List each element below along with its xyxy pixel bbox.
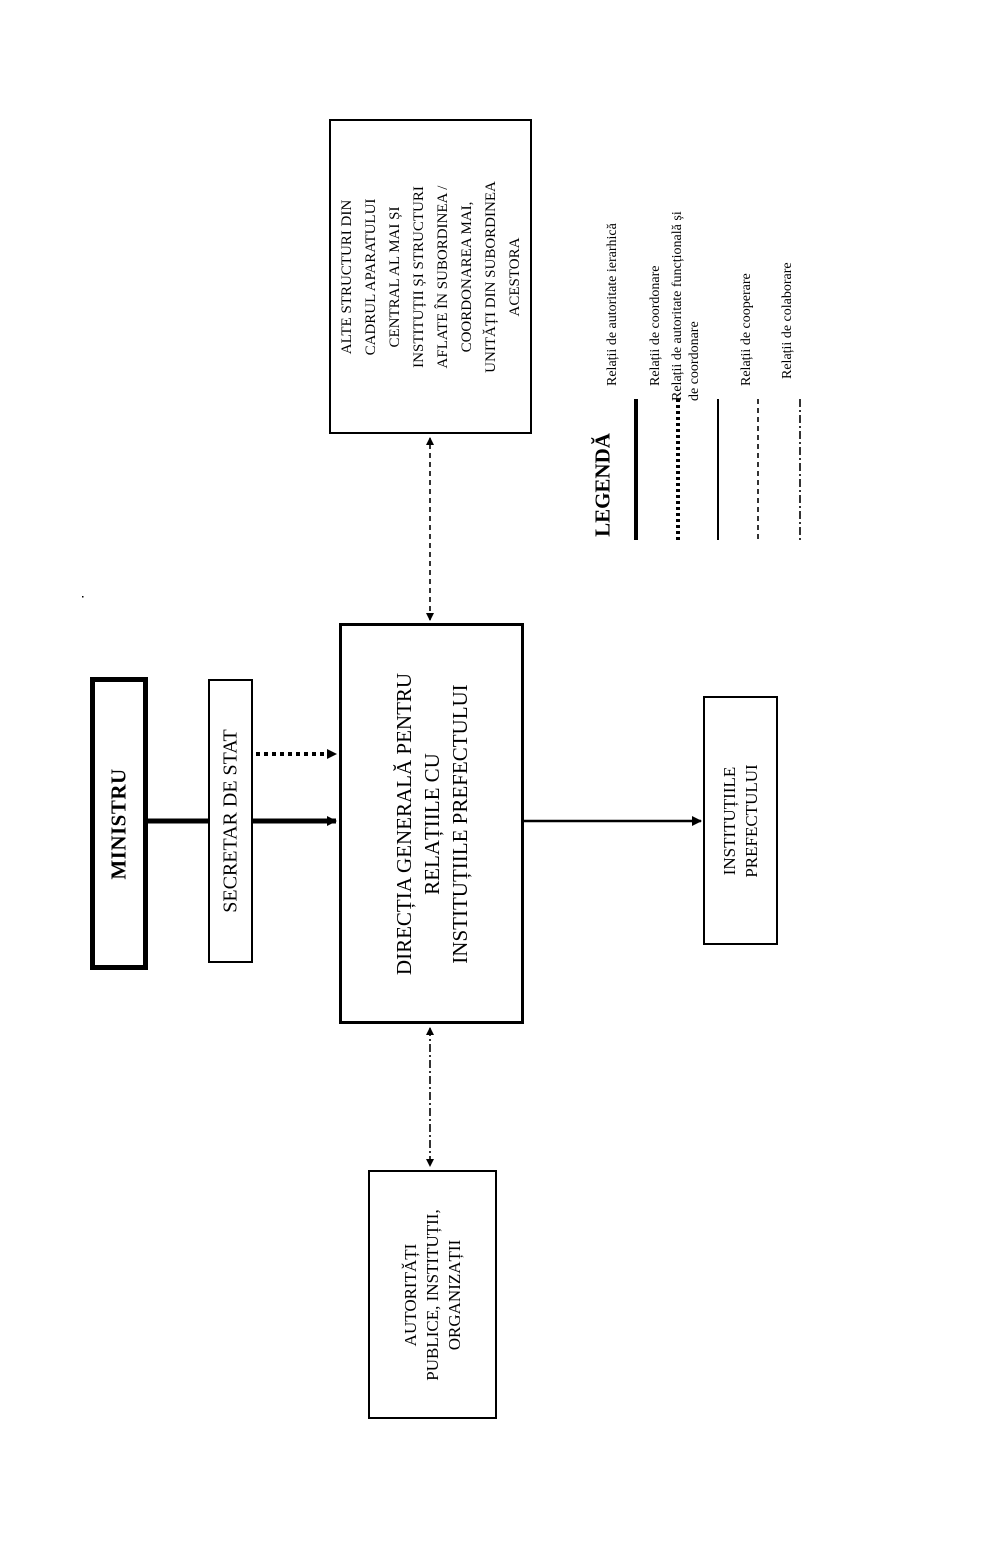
legend-label-cooperation: Relații de cooperare	[739, 273, 754, 386]
directia-label-line-2: RELAȚIILE CU	[419, 752, 444, 895]
legend-title: LEGENDĂ	[573, 433, 633, 537]
stray-mark	[82, 596, 84, 598]
alte-label-line-4: INSTITUȚII ȘI STRUCTURI	[410, 185, 427, 368]
secretar-label: SECRETAR DE STAT	[219, 729, 241, 913]
legend-label-coordination: Relații de coordonare	[648, 265, 663, 386]
institutii-label-line-2: PREFECTULUI	[741, 763, 761, 878]
alte-label-line-1: ALTE STRUCTURI DIN	[338, 199, 355, 354]
alte-label-line-3: CENTRAL AL MAI ȘI	[386, 206, 403, 347]
autoritati-label-line-2: PUBLICE, INSTITUȚII,	[422, 1208, 442, 1381]
legend-label-functional-line-1: Relații de autoritate funcțională și	[670, 211, 685, 401]
legend-title-text: LEGENDĂ	[590, 433, 615, 537]
legend-label-hierarchical: Relații de autoritate ierarhică	[605, 223, 620, 386]
ministru-label: MINISTRU	[106, 767, 131, 880]
autoritati-label-line-3: ORGANIZAȚII	[444, 1239, 464, 1350]
alte-label-line-5: AFLATE ÎN SUBORDINEA /	[434, 185, 451, 368]
legend-item-cooperation: Relații de cooperare	[739, 273, 777, 386]
legend-label-functional-line-2: de coordonare	[687, 321, 702, 401]
box-institutiile-prefectului: INSTITUȚIILE PREFECTULUI	[703, 696, 778, 945]
box-alte-structuri: ALTE STRUCTURI DIN CADRUL APARATULUI CEN…	[329, 119, 532, 434]
legend-item-collaboration: Relații de colaborare	[780, 262, 818, 379]
institutii-label-line-1: INSTITUȚIILE	[719, 766, 739, 875]
alte-label-line-6: COORDONAREA MAI,	[458, 201, 475, 352]
box-directia-generala: DIRECȚIA GENERALĂ PENTRU RELAȚIILE CU IN…	[339, 623, 524, 1024]
legend-item-functional: Relații de autoritate funcțională și de …	[670, 211, 725, 401]
legend-label-functional: Relații de autoritate funcțională și de …	[669, 211, 703, 401]
legend-label-collaboration: Relații de colaborare	[780, 262, 795, 379]
legend-item-hierarchical: Relații de autoritate ierarhică	[605, 223, 643, 386]
box-autoritati-publice: AUTORITĂȚI PUBLICE, INSTITUȚII, ORGANIZA…	[368, 1170, 497, 1419]
autoritati-label-line-1: AUTORITĂȚI	[400, 1243, 420, 1346]
alte-label-line-7: UNITĂȚI DIN SUBORDINEA	[482, 180, 499, 373]
directia-label-line-1: DIRECȚIA GENERALĂ PENTRU	[391, 672, 416, 975]
alte-label-line-2: CADRUL APARATULUI	[362, 198, 379, 355]
directia-label-line-3: INSTITUȚIILE PREFECTULUI	[447, 683, 472, 964]
box-ministru: MINISTRU	[90, 677, 148, 970]
alte-label-line-8: ACESTORA	[506, 237, 523, 316]
box-secretar-de-stat: SECRETAR DE STAT	[208, 679, 253, 963]
